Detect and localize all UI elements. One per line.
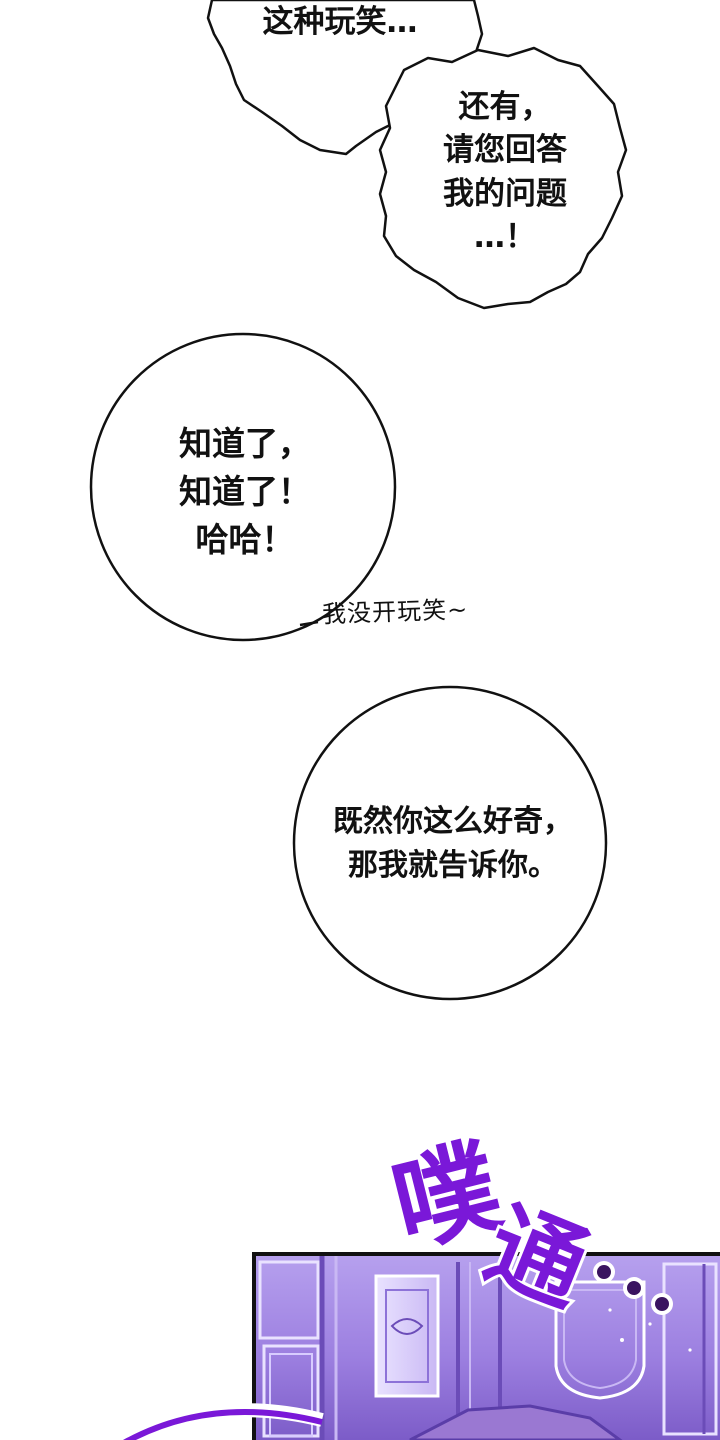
bubble-round-1-text: 知道了， 知道了！ 哈哈！	[120, 420, 370, 564]
purple-arc-line	[123, 1409, 323, 1440]
aside-tail	[299, 620, 319, 627]
bubble-round-2-text: 既然你这么好奇， 那我就告诉你。	[298, 800, 608, 887]
speech-bubble-question	[378, 46, 628, 310]
aside-text: 我没开玩笑~	[321, 595, 469, 629]
bubble-question-line: 请您回答	[443, 132, 567, 169]
bubble-round-1-line: 知道了，	[179, 424, 311, 463]
speech-bubble-round-1	[89, 332, 397, 642]
bubble-round-2-line: 既然你这么好奇，	[333, 804, 573, 839]
bubble-round-1-line: 哈哈！	[195, 519, 295, 559]
bubble-question-line: 还有，	[458, 89, 552, 125]
bubble-question-text: 还有， 请您回答 我的问题 …！	[420, 86, 590, 260]
speech-bubble-round-2	[292, 685, 608, 1001]
bubble-question-line: 我的问题	[443, 175, 567, 212]
speech-bubble-top	[206, 0, 484, 156]
bubble-question-line: …！	[474, 219, 536, 256]
bubble-round-2-line: 那我就告诉你。	[348, 847, 558, 883]
bubble-top-text: 这种玩笑…	[262, 4, 418, 40]
room-panel	[252, 1252, 720, 1440]
bubble-round-1-line: 知道了！	[179, 471, 311, 511]
sfx-dots	[593, 1261, 673, 1315]
